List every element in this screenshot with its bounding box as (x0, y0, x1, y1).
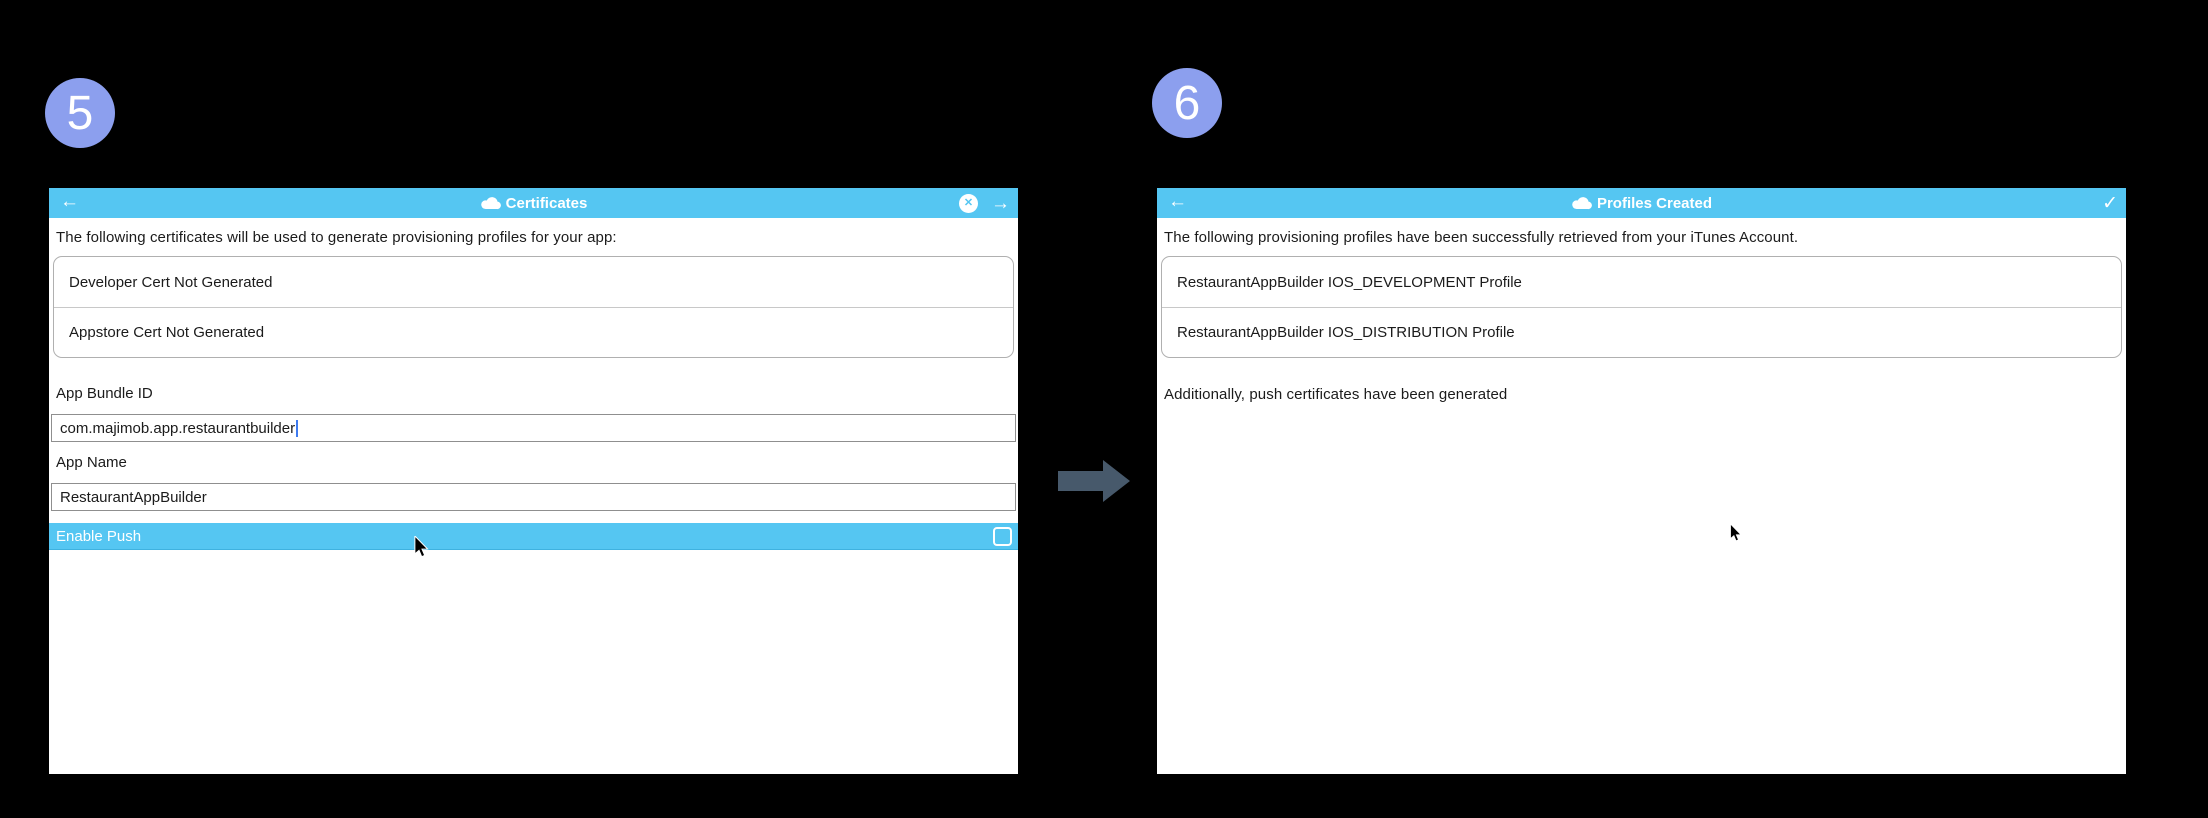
certificates-title: Certificates (480, 194, 588, 212)
step-6-badge: 6 (1152, 68, 1222, 138)
profiles-created-header: ← Profiles Created ✓ (1157, 188, 2126, 218)
profile-list: RestaurantAppBuilder IOS_DEVELOPMENT Pro… (1161, 256, 2122, 358)
close-icon[interactable]: ✕ (959, 193, 978, 213)
profiles-created-title: Profiles Created (1571, 195, 1712, 212)
enable-push-row[interactable]: Enable Push (49, 523, 1018, 550)
app-name-field[interactable]: RestaurantAppBuilder (51, 483, 1016, 511)
app-name-value: RestaurantAppBuilder (60, 488, 207, 506)
header-actions: ✓ (2102, 188, 2118, 218)
confirm-check-icon[interactable]: ✓ (2102, 192, 2118, 214)
profiles-created-window: ← Profiles Created ✓ The following provi… (1157, 188, 2126, 774)
push-certificates-note: Additionally, push certificates have bee… (1164, 386, 1508, 403)
app-bundle-id-value: com.majimob.app.restaurantbuilder (60, 419, 296, 437)
cloud-icon (1572, 197, 1592, 210)
next-step-arrow-icon (1058, 460, 1130, 502)
forward-arrow-icon[interactable]: → (991, 192, 1010, 214)
cloud-icon (480, 197, 501, 210)
app-name-label: App Name (56, 454, 127, 471)
profiles-intro-text: The following provisioning profiles have… (1164, 229, 1799, 246)
list-item-developer-cert[interactable]: Developer Cert Not Generated (69, 273, 273, 291)
text-caret (296, 419, 299, 437)
app-bundle-id-label: App Bundle ID (56, 385, 153, 402)
step-5-badge: 5 (45, 78, 115, 148)
certificates-title-text: Certificates (505, 194, 588, 212)
list-item-appstore-cert[interactable]: Appstore Cert Not Generated (54, 307, 1013, 357)
certificates-header: ← Certificates ✕ → (49, 188, 1018, 218)
back-arrow-icon[interactable]: ← (1168, 191, 1187, 212)
enable-push-label: Enable Push (56, 527, 142, 545)
profiles-created-title-text: Profiles Created (1596, 194, 1713, 212)
list-item-development-profile[interactable]: RestaurantAppBuilder IOS_DEVELOPMENT Pro… (1177, 273, 1522, 291)
back-arrow-icon[interactable]: ← (60, 191, 79, 212)
list-item-distribution-profile[interactable]: RestaurantAppBuilder IOS_DISTRIBUTION Pr… (1162, 307, 2121, 357)
certificates-intro-text: The following certificates will be used … (56, 229, 617, 246)
header-actions: ✕ → (959, 188, 1010, 218)
certificates-window: ← Certificates ✕ → The following certifi… (49, 188, 1018, 774)
close-x-glyph: ✕ (963, 196, 974, 209)
enable-push-checkbox[interactable] (993, 526, 1012, 546)
app-bundle-id-field[interactable]: com.majimob.app.restaurantbuilder (51, 414, 1016, 442)
cert-list: Developer Cert Not Generated Appstore Ce… (53, 256, 1014, 358)
